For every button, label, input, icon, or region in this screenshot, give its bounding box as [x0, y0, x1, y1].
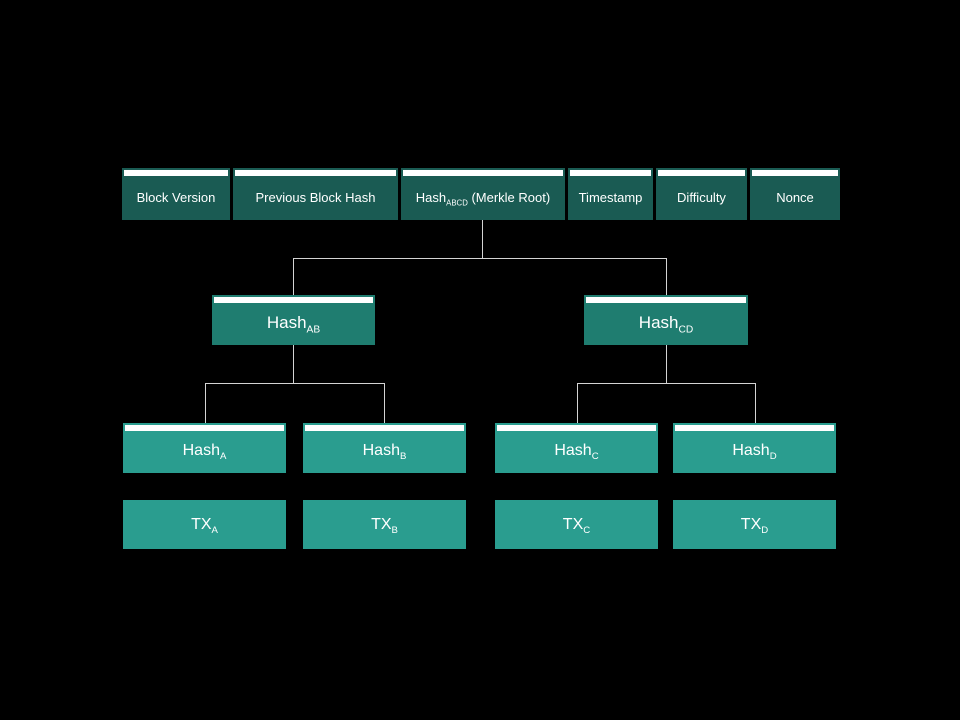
accent-bar — [658, 170, 745, 176]
hash-a-label: HashA — [182, 442, 227, 463]
connector-hash-ab-crossbar — [205, 383, 385, 384]
header-cell-previous-block-hash: Previous Block Hash — [233, 168, 398, 220]
connector-root-crossbar — [293, 258, 667, 259]
hash-cd-label: HashCD — [638, 313, 694, 336]
tx-d-label: TXD — [740, 515, 769, 536]
header-cell-timestamp: Timestamp — [568, 168, 653, 220]
accent-bar — [235, 170, 396, 176]
header-cell-difficulty: Difficulty — [656, 168, 747, 220]
hash-d-label: HashD — [732, 442, 777, 463]
hash-c-label: HashC — [554, 442, 599, 463]
hash-d-node: HashD — [673, 423, 836, 473]
hash-ab-label: HashAB — [266, 313, 321, 336]
header-cell-label: Nonce — [776, 190, 814, 205]
tx-c-node: TXC — [495, 500, 658, 549]
header-cell-label: Block Version — [136, 190, 216, 205]
connector-hash-ab-stem — [293, 345, 294, 383]
header-cell-nonce: Nonce — [750, 168, 840, 220]
hash-b-node: HashB — [303, 423, 466, 473]
header-cell-block-version: Block Version — [122, 168, 230, 220]
connector-to-hash-b — [384, 383, 385, 423]
header-cell-label: Timestamp — [578, 190, 643, 205]
connector-root-to-hash-ab — [293, 258, 294, 295]
tx-c-label: TXC — [562, 515, 591, 536]
connector-hash-cd-crossbar — [577, 383, 756, 384]
accent-bar — [125, 425, 284, 431]
hash-a-node: HashA — [123, 423, 286, 473]
accent-bar — [675, 425, 834, 431]
header-cell-label: Previous Block Hash — [255, 190, 376, 205]
accent-bar — [403, 170, 563, 176]
header-cell-label: Difficulty — [677, 190, 726, 205]
accent-bar — [124, 170, 228, 176]
connector-root-stem — [482, 220, 483, 258]
header-cell-merkle-root: HashABCD (Merkle Root) — [401, 168, 565, 220]
tx-a-node: TXA — [123, 500, 286, 549]
connector-to-hash-c — [577, 383, 578, 423]
hash-cd-node: HashCD — [584, 295, 748, 345]
hash-c-node: HashC — [495, 423, 658, 473]
accent-bar — [586, 297, 746, 303]
connector-to-hash-a — [205, 383, 206, 423]
accent-bar — [214, 297, 373, 303]
tx-b-label: TXB — [371, 515, 398, 536]
header-cell-label: HashABCD (Merkle Root) — [415, 190, 551, 208]
connector-hash-cd-stem — [666, 345, 667, 383]
tx-d-node: TXD — [673, 500, 836, 549]
tx-a-label: TXA — [191, 515, 218, 536]
accent-bar — [305, 425, 464, 431]
accent-bar — [570, 170, 651, 176]
accent-bar — [752, 170, 838, 176]
accent-bar — [497, 425, 656, 431]
tx-b-node: TXB — [303, 500, 466, 549]
hash-ab-node: HashAB — [212, 295, 375, 345]
connector-to-hash-d — [755, 383, 756, 423]
hash-b-label: HashB — [362, 442, 407, 463]
connector-root-to-hash-cd — [666, 258, 667, 295]
